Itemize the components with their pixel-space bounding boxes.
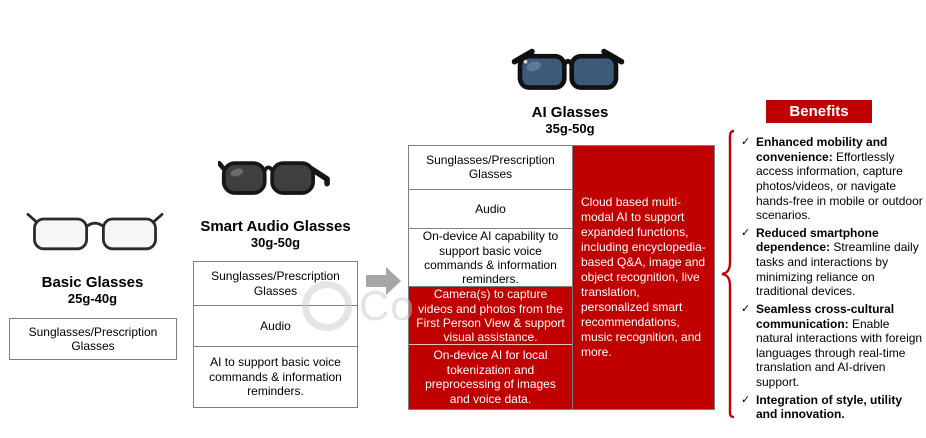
ai-glasses-icon — [511, 48, 625, 90]
feature-cell-camera: Camera(s) to capture videos and photos f… — [409, 286, 572, 345]
feature-cell: Sunglasses/Prescription Glasses — [426, 152, 555, 182]
benefits-list: ✓ Enhanced mobility and convenience: Eff… — [741, 135, 926, 422]
ai-glasses-weight: 35g-50g — [545, 121, 595, 137]
right-arrow-icon — [366, 266, 402, 296]
check-icon: ✓ — [741, 226, 751, 239]
check-icon: ✓ — [741, 136, 751, 148]
benefits-header: Benefits — [766, 100, 872, 123]
ai-glasses-image — [508, 42, 628, 98]
benefit-item: ✓ Seamless cross-cultural communication:… — [741, 302, 926, 390]
ai-glasses-title: AI Glasses — [531, 104, 609, 121]
feature-cell: AI to support basic voice commands & inf… — [194, 346, 357, 407]
smart-audio-glasses-title: Smart Audio Glasses — [200, 218, 351, 235]
ai-glasses-header: AI Glasses 35g-50g — [505, 104, 635, 137]
smart-audio-glasses-icon — [216, 160, 330, 195]
basic-glasses-title: Basic Glasses — [41, 274, 144, 291]
benefit-item: ✓ Enhanced mobility and convenience: Eff… — [741, 135, 926, 223]
benefits-brace-icon — [720, 128, 736, 420]
basic-glasses-weight: 25g-40g — [67, 291, 118, 307]
basic-glasses-feature-cell: Sunglasses/Prescription Glasses — [9, 318, 177, 360]
check-icon: ✓ — [741, 302, 751, 315]
feature-cell: Audio — [194, 305, 357, 346]
feature-cell-ondevice-ai: On-device AI for local tokenization and … — [409, 344, 572, 409]
feature-cell: Sunglasses/Prescription Glasses — [211, 269, 340, 298]
benefit-text: Seamless cross-cultural communication: E… — [756, 301, 923, 389]
ai-feature-column: Sunglasses/Prescription Glasses Audio On… — [409, 146, 573, 409]
benefit-text: Reduced smartphone dependence: Streamlin… — [756, 225, 919, 299]
benefit-item: ✓ Reduced smartphone dependence: Streaml… — [741, 226, 926, 299]
smart-audio-glasses-weight: 30g-50g — [250, 235, 301, 251]
benefit-text: Integration of style, utility and innova… — [756, 392, 903, 422]
basic-glasses-header: Basic Glasses 25g-40g — [5, 274, 180, 307]
feature-cell: Audio — [409, 188, 572, 229]
smart-audio-feature-table: Sunglasses/Prescription Glasses Audio AI… — [193, 261, 358, 408]
basic-glasses-image — [25, 206, 165, 260]
ai-cloud-feature-cell: Cloud based multi-modal AI to support ex… — [573, 146, 714, 409]
benefit-text: Enhanced mobility and convenience: Effor… — [756, 135, 923, 223]
basic-glasses-icon — [26, 212, 164, 251]
check-icon: ✓ — [741, 393, 751, 406]
smart-audio-glasses-image — [216, 152, 330, 206]
benefit-item: ✓ Integration of style, utility and inno… — [741, 393, 926, 422]
ai-glasses-feature-table: Sunglasses/Prescription Glasses Audio On… — [408, 145, 715, 410]
feature-cell: On-device AI capability to support basic… — [409, 228, 572, 286]
smart-audio-glasses-header: Smart Audio Glasses 30g-50g — [183, 218, 368, 251]
